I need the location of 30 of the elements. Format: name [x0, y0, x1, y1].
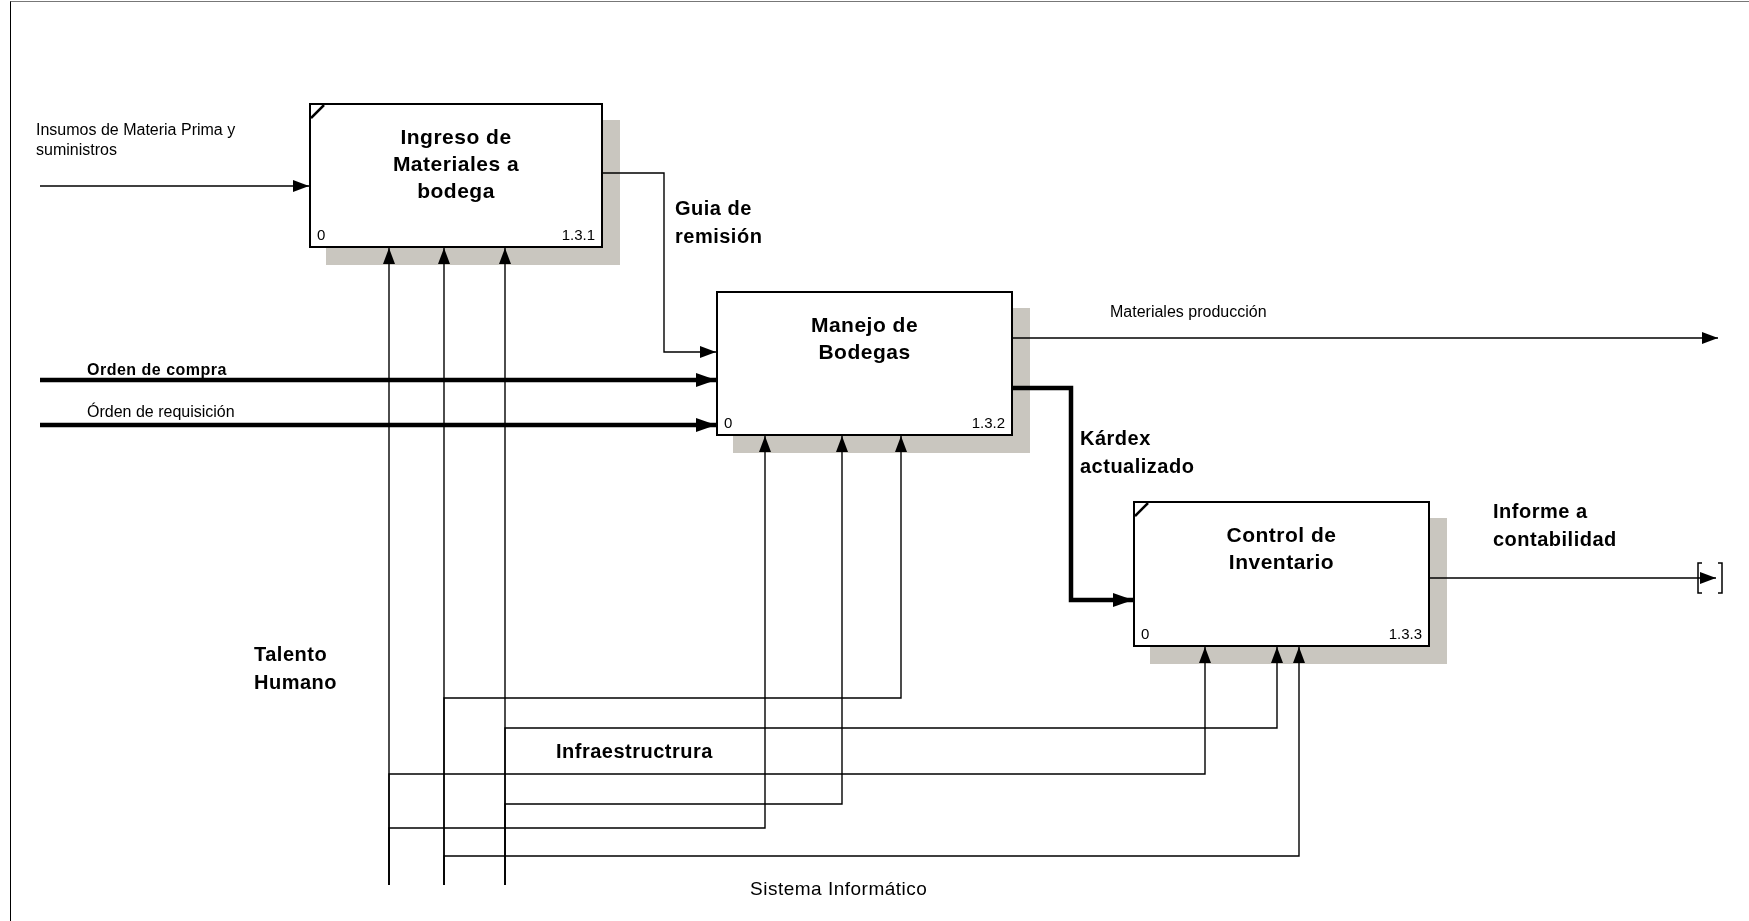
activity-title: Ingreso de Materiales a bodega [391, 124, 521, 204]
mechanism-label: Talento Humano [254, 642, 338, 695]
arrow [40, 373, 716, 387]
activity-box [1133, 501, 1430, 647]
mechanism-label: Sistema Informático [750, 877, 929, 901]
activity-number: 1.3.3 [1388, 625, 1422, 642]
edge-label: Órden de requisición [87, 402, 236, 422]
activity-number: 1.3.2 [971, 414, 1005, 431]
node-number: 0 [1141, 625, 1150, 642]
activity-title: Manejo de Bodegas [809, 312, 920, 365]
arrow [388, 646, 1211, 886]
edge-label: Insumos de Materia Prima y suministros [36, 120, 237, 160]
arrow [40, 418, 716, 432]
edge-label: Kárdex actualizado [1080, 426, 1196, 479]
arrow [1429, 572, 1717, 584]
arrow [1012, 332, 1719, 344]
activity-number: 1.3.1 [561, 226, 595, 243]
mechanism-label: Infraestructrura [556, 739, 714, 764]
edge-label: Informe a contabilidad [1493, 499, 1618, 552]
node-number: 0 [724, 414, 733, 431]
edge-label: Materiales producción [1110, 302, 1268, 322]
arrow [39, 180, 310, 192]
arrow [1013, 385, 1133, 607]
node-number: 0 [317, 226, 326, 243]
activity-box [309, 103, 603, 248]
activity-box [716, 291, 1013, 436]
edge-label: Orden de compra [87, 360, 228, 380]
edge-label: Guia de remisión [675, 196, 764, 249]
activity-title: Control de Inventario [1225, 522, 1338, 575]
arrow [602, 172, 717, 358]
